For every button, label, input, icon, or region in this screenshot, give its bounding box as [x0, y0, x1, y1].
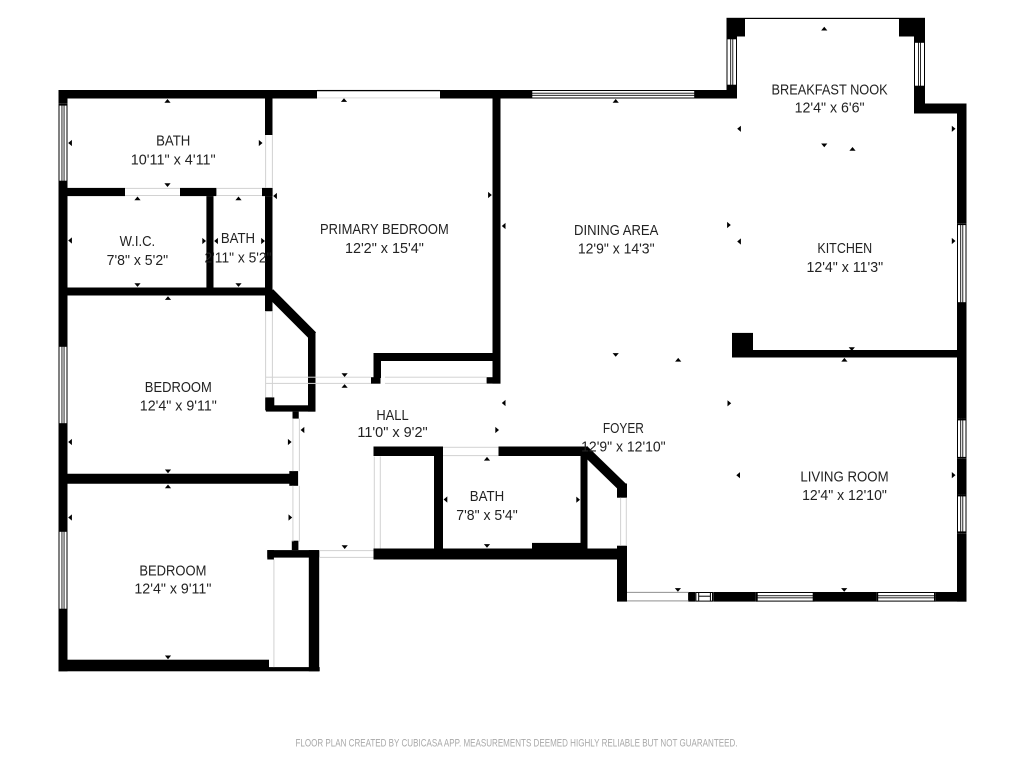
svg-text:BEDROOM: BEDROOM [145, 379, 212, 396]
svg-text:HALL: HALL [376, 407, 408, 424]
svg-text:BATH: BATH [470, 488, 504, 505]
svg-text:12'4" x 11'3": 12'4" x 11'3" [806, 259, 883, 276]
svg-text:BATH: BATH [156, 133, 190, 150]
svg-text:7'8" x 5'2": 7'8" x 5'2" [107, 252, 168, 269]
svg-text:12'9" x 12'10": 12'9" x 12'10" [581, 439, 666, 456]
svg-text:FLOOR PLAN CREATED BY CUBICASA: FLOOR PLAN CREATED BY CUBICASA APP. MEAS… [296, 738, 738, 750]
svg-text:12'9" x 14'3": 12'9" x 14'3" [578, 241, 655, 258]
svg-text:BATH: BATH [221, 230, 255, 247]
svg-text:LIVING ROOM: LIVING ROOM [800, 468, 888, 485]
svg-text:PRIMARY BEDROOM: PRIMARY BEDROOM [320, 221, 449, 238]
svg-text:BREAKFAST NOOK: BREAKFAST NOOK [772, 82, 888, 99]
svg-text:FOYER: FOYER [603, 420, 644, 437]
svg-text:10'11" x 4'11": 10'11" x 4'11" [131, 151, 216, 168]
svg-text:11'0" x 9'2": 11'0" x 9'2" [357, 424, 427, 441]
svg-text:12'2" x 15'4": 12'2" x 15'4" [345, 240, 424, 257]
svg-text:DINING AREA: DINING AREA [574, 222, 658, 239]
svg-text:BEDROOM: BEDROOM [139, 563, 206, 580]
svg-text:12'4" x 9'11": 12'4" x 9'11" [134, 580, 211, 597]
svg-text:KITCHEN: KITCHEN [817, 240, 872, 257]
svg-text:7'8" x 5'4": 7'8" x 5'4" [456, 507, 517, 524]
svg-text:W.I.C.: W.I.C. [120, 233, 156, 250]
svg-text:12'4" x 12'10": 12'4" x 12'10" [802, 487, 887, 504]
svg-text:12'4" x 6'6": 12'4" x 6'6" [795, 99, 865, 116]
svg-text:12'4" x 9'11": 12'4" x 9'11" [140, 397, 217, 414]
svg-text:2'11" x 5'2": 2'11" x 5'2" [205, 249, 272, 266]
